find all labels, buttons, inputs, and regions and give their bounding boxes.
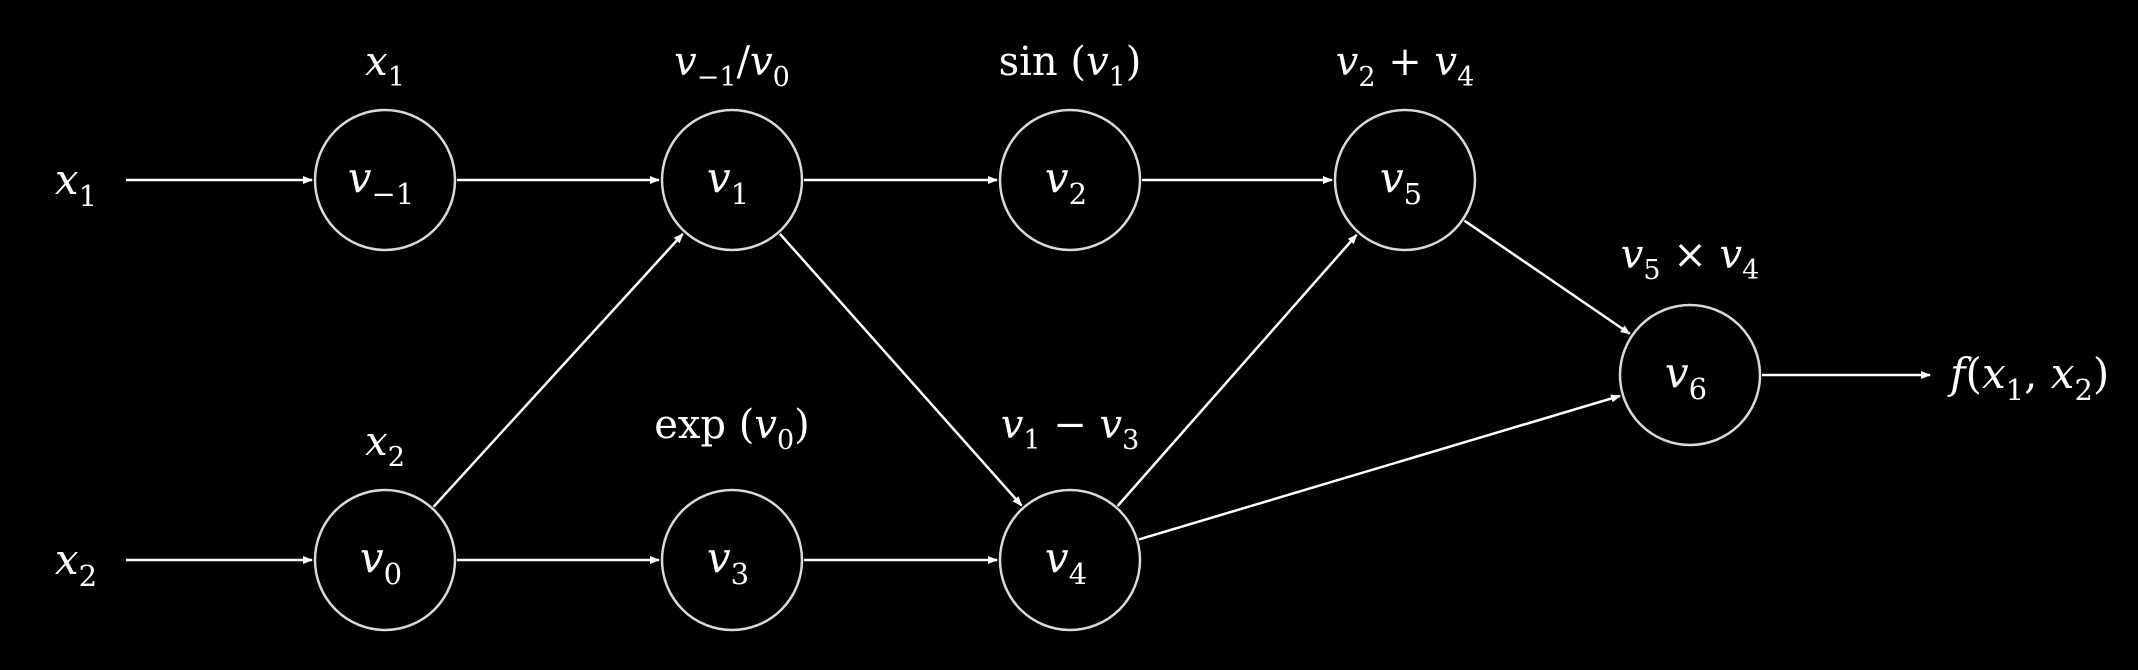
node-v2-label-base: v xyxy=(1045,153,1069,202)
node-v1-label-base: v xyxy=(707,153,731,202)
edge-v0-to-v1 xyxy=(432,233,684,508)
node-v3-operation-part: ( xyxy=(739,402,755,448)
node-v5-operation-part: v xyxy=(1336,39,1359,85)
node-v1-circle xyxy=(660,108,804,252)
node-v5-label-sub: 5 xyxy=(1404,177,1422,211)
node-v2-operation-part: 1 xyxy=(1109,62,1126,93)
node-v3-label-base: v xyxy=(707,533,731,582)
node-v3-label: v3 xyxy=(707,533,749,591)
node-v3-operation-part: exp xyxy=(654,402,739,448)
node-v6-label: v6 xyxy=(1665,348,1707,406)
output-label-part: ( xyxy=(1966,349,1982,398)
input-x1-label: x1 xyxy=(55,155,97,213)
node-v6-operation-part: v xyxy=(1621,232,1644,278)
node-v1-operation-part: / xyxy=(737,39,751,85)
node-v0-label-sub: 0 xyxy=(384,557,402,591)
node-v4-operation-part: v xyxy=(1001,402,1024,448)
node-vm1-label-sub: −1 xyxy=(371,177,414,211)
edge-v5-to-v6 xyxy=(1463,219,1631,335)
edge-v1-to-v4 xyxy=(778,232,1023,507)
node-v5-operation-part: 2 xyxy=(1358,62,1375,93)
node-vm1-operation: x1 xyxy=(365,39,405,93)
node-v0-label: v0 xyxy=(360,533,402,591)
input-x2-label: x2 xyxy=(55,535,97,593)
node-v5-operation-part: 4 xyxy=(1457,62,1474,93)
node-v6-label-sub: 6 xyxy=(1689,372,1707,406)
edge-v4-to-v5 xyxy=(1116,233,1358,507)
node-vm1-label: v−1 xyxy=(348,153,414,211)
output-label-part: x xyxy=(1982,349,2006,398)
node-v4-operation-part: 3 xyxy=(1122,425,1139,456)
node-vm1-circle xyxy=(313,108,457,252)
node-v1-operation-part: −1 xyxy=(697,62,737,93)
node-v4-circle xyxy=(998,488,1142,632)
node-v2-operation-part: sin xyxy=(999,39,1071,85)
node-v4-operation-part: 1 xyxy=(1023,425,1040,456)
node-v4-operation-part: − xyxy=(1041,402,1100,448)
node-v1-operation-part: v xyxy=(750,39,773,85)
input-x2-label-sub: 2 xyxy=(79,559,97,593)
node-v5-label-base: v xyxy=(1380,153,1404,202)
output-label-part: 1 xyxy=(2006,373,2024,407)
node-v2-operation: sin (v1) xyxy=(999,39,1142,93)
node-v6-operation-part: 4 xyxy=(1742,255,1759,286)
edges xyxy=(126,176,1931,564)
node-v0-label-base: v xyxy=(360,533,384,582)
node-v3-label-sub: 3 xyxy=(731,557,749,591)
node-v3-operation: exp (v0) xyxy=(654,402,810,456)
input-x1-label-sub: 1 xyxy=(79,179,97,213)
node-v2-operation-part: v xyxy=(1086,39,1109,85)
node-v5-label: v5 xyxy=(1380,153,1422,211)
node-v0-operation: x2 xyxy=(365,419,405,473)
node-v6-operation-part: 5 xyxy=(1643,255,1660,286)
node-v5-operation-part: v xyxy=(1434,39,1457,85)
node-v1-operation-part: v xyxy=(674,39,697,85)
node-v4-operation-part: v xyxy=(1099,402,1122,448)
node-v3-operation-part: v xyxy=(754,402,777,448)
node-v6-circle xyxy=(1618,303,1762,447)
node-v4-label-sub: 4 xyxy=(1069,557,1087,591)
output-label: f(x1, x2) xyxy=(1947,349,2109,407)
node-v2-operation-part: ) xyxy=(1126,39,1142,85)
node-vm1-label-base: v xyxy=(348,153,372,202)
node-v5-circle xyxy=(1333,108,1477,252)
node-v1-label-sub: 1 xyxy=(731,177,749,211)
node-v0-circle xyxy=(313,488,457,632)
edge-v4-to-v6 xyxy=(1138,394,1622,541)
node-v5-operation: v2 + v4 xyxy=(1336,39,1475,93)
node-v5-operation-part: + xyxy=(1376,39,1435,85)
node-v0-operation-part: x xyxy=(365,419,388,465)
node-v1-label: v1 xyxy=(707,153,749,211)
node-v3-operation-part: ) xyxy=(794,402,810,448)
output-label-part: x xyxy=(2051,349,2075,398)
node-v6-operation-part: v xyxy=(1719,232,1742,278)
node-v4-label-base: v xyxy=(1045,533,1069,582)
output-label-part: ) xyxy=(2093,349,2109,398)
node-v4-operation: v1 − v3 xyxy=(1001,402,1140,456)
input-x1-label-base: x xyxy=(55,155,79,204)
node-vm1-operation-part: x xyxy=(365,39,388,85)
output-label-part: 2 xyxy=(2074,373,2092,407)
node-v2-label-sub: 2 xyxy=(1069,177,1087,211)
node-v0-operation-part: 2 xyxy=(388,442,405,473)
node-v3-circle xyxy=(660,488,804,632)
node-v3-operation-part: 0 xyxy=(777,425,794,456)
node-v6-operation: v5 × v4 xyxy=(1621,232,1760,286)
node-v4-label: v4 xyxy=(1045,533,1087,591)
node-v1-operation-part: 0 xyxy=(773,62,790,93)
node-v6-operation-part: × xyxy=(1661,232,1720,278)
node-vm1-operation-part: 1 xyxy=(388,62,405,93)
node-v2-label: v2 xyxy=(1045,153,1087,211)
output-label-part: , xyxy=(2024,349,2051,398)
node-v1-operation: v−1/v0 xyxy=(674,39,790,93)
node-v2-circle xyxy=(998,108,1142,252)
node-v6-label-base: v xyxy=(1665,348,1689,397)
input-x2-label-base: x xyxy=(55,535,79,584)
node-v2-operation-part: ( xyxy=(1070,39,1086,85)
